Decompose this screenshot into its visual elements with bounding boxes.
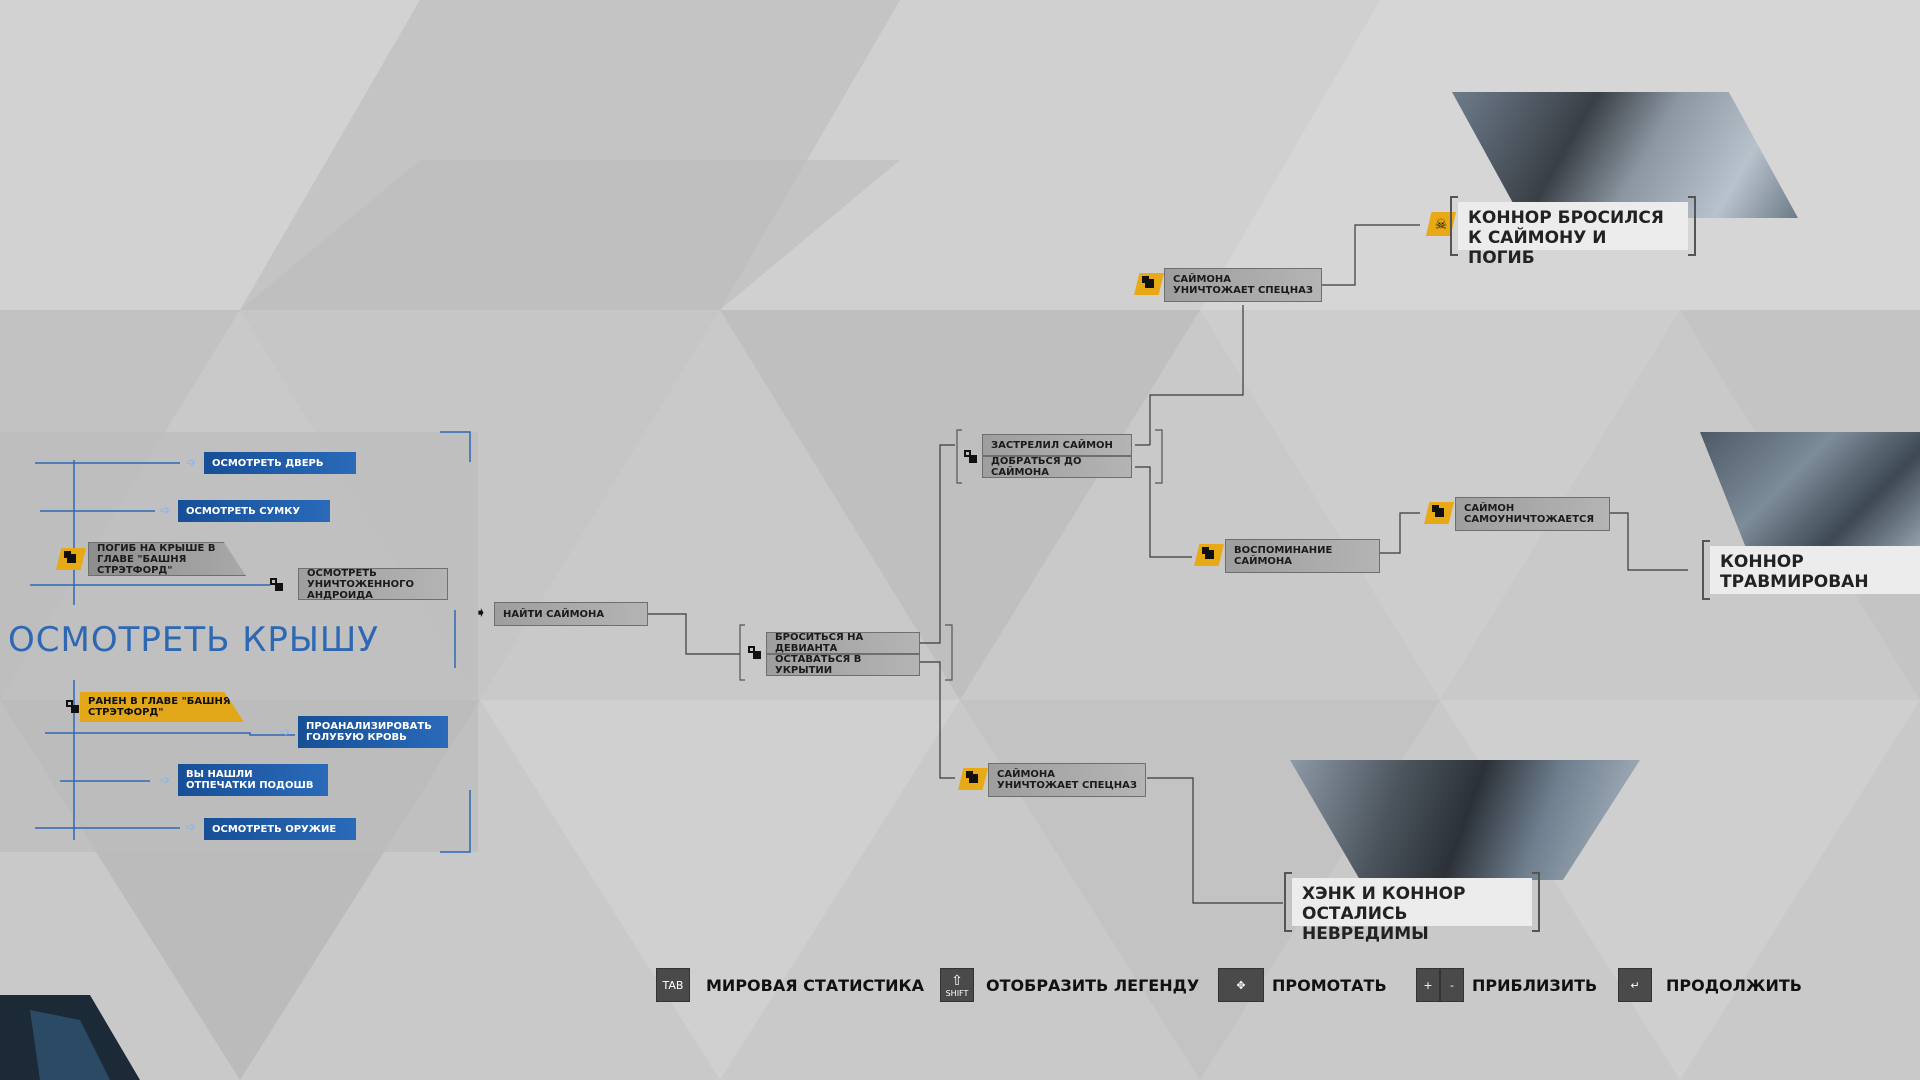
shift-key[interactable]: ⇧ SHIFT [940,968,974,1002]
move-arrows-icon[interactable]: ✥ [1218,968,1264,1002]
lock-icon [56,548,86,570]
legend-show-legend[interactable]: ОТОБРАЗИТЬ ЛЕГЕНДУ [986,976,1200,995]
ending-connor-died[interactable]: КОННОР БРОСИЛСЯ К САЙМОНУ И ПОГИБ [1450,196,1696,268]
legend-continue[interactable]: ПРОДОЛЖИТЬ [1666,976,1802,995]
legend-scroll[interactable]: ПРОМОТАТЬ [1272,976,1387,995]
clue-inspect-door[interactable]: ОСМОТРЕТЬ ДВЕРЬ [204,452,356,474]
node-swat-bottom[interactable]: САЙМОНА УНИЧТОЖАЕТ СПЕЦНАЗ [988,763,1146,797]
clue-died-roof[interactable]: ПОГИБ НА КРЫШЕ В ГЛАВЕ "БАШНЯ СТРЭТФОРД" [88,542,246,576]
locked-branch-icon [270,578,283,591]
shift-key-label: SHIFT [945,988,969,998]
plus-key[interactable]: + [1416,968,1440,1002]
clue-wounded[interactable]: РАНЕН В ГЛАВЕ "БАШНЯ СТРЭТФОРД" [80,692,244,722]
node-simon-self-destruct[interactable]: САЙМОН САМОУНИЧТОЖАЕТСЯ [1455,497,1610,531]
arrow-right-icon: ➩ [160,773,171,787]
node-find-simon[interactable]: НАЙТИ САЙМОНА [494,602,648,626]
clue-destroyed-android[interactable]: ОСМОТРЕТЬ УНИЧТОЖЕННОГО АНДРОИДА [298,568,448,601]
branch-icon [964,450,977,463]
up-arrow-icon: ⇧ [951,972,963,989]
tab-key[interactable]: TAB [656,968,690,1002]
locked-branch-icon [66,700,79,713]
arrow-right-icon: ➩ [186,455,197,469]
ending-connor-injured[interactable]: КОННОР ТРАВМИРОВАН [1702,540,1920,600]
choice-rush-deviant[interactable]: БРОСИТЬСЯ НА ДЕВИАНТА [766,632,920,654]
clue-footprints[interactable]: ВЫ НАШЛИ ОТПЕЧАТКИ ПОДОШВ [178,764,328,796]
lock-icon [1424,502,1454,524]
arrow-right-icon: ➩ [186,820,197,834]
legend-zoom[interactable]: ПРИБЛИЗИТЬ [1472,976,1598,995]
clue-blue-blood[interactable]: ПРОАНАЛИЗИРОВАТЬ ГОЛУБУЮ КРОВЬ [298,716,448,748]
lock-icon [1134,273,1164,295]
lock-icon [958,768,988,790]
lock-icon [1194,544,1224,566]
arrow-right-icon: ➧ [475,604,487,620]
minus-key[interactable]: - [1440,968,1464,1002]
arrow-right-icon: ➩ [280,725,291,739]
clue-inspect-weapon[interactable]: ОСМОТРЕТЬ ОРУЖИЕ [204,818,356,840]
branch-icon [748,646,761,659]
node-reach-simon[interactable]: ДОБРАТЬСЯ ДО САЙМОНА [982,456,1132,478]
clue-inspect-bag[interactable]: ОСМОТРЕТЬ СУМКУ [178,500,330,522]
ending-both-safe[interactable]: ХЭНК И КОННОР ОСТАЛИСЬ НЕВРЕДИМЫ [1284,872,1540,944]
legend-world-stats[interactable]: МИРОВАЯ СТАТИСТИКА [706,976,924,995]
node-swat-top[interactable]: САЙМОНА УНИЧТОЖАЕТ СПЕЦНАЗ [1164,268,1322,302]
enter-key-icon[interactable]: ↵ [1618,968,1652,1002]
node-shot-simon[interactable]: ЗАСТРЕЛИЛ САЙМОН [982,434,1132,456]
choice-stay-cover[interactable]: ОСТАВАТЬСЯ В УКРЫТИИ [766,654,920,676]
node-simon-memory[interactable]: ВОСПОМИНАНИЕ САЙМОНА [1225,539,1380,573]
arrow-right-icon: ➩ [160,503,171,517]
area-title: ОСМОТРЕТЬ КРЫШУ [8,620,379,660]
